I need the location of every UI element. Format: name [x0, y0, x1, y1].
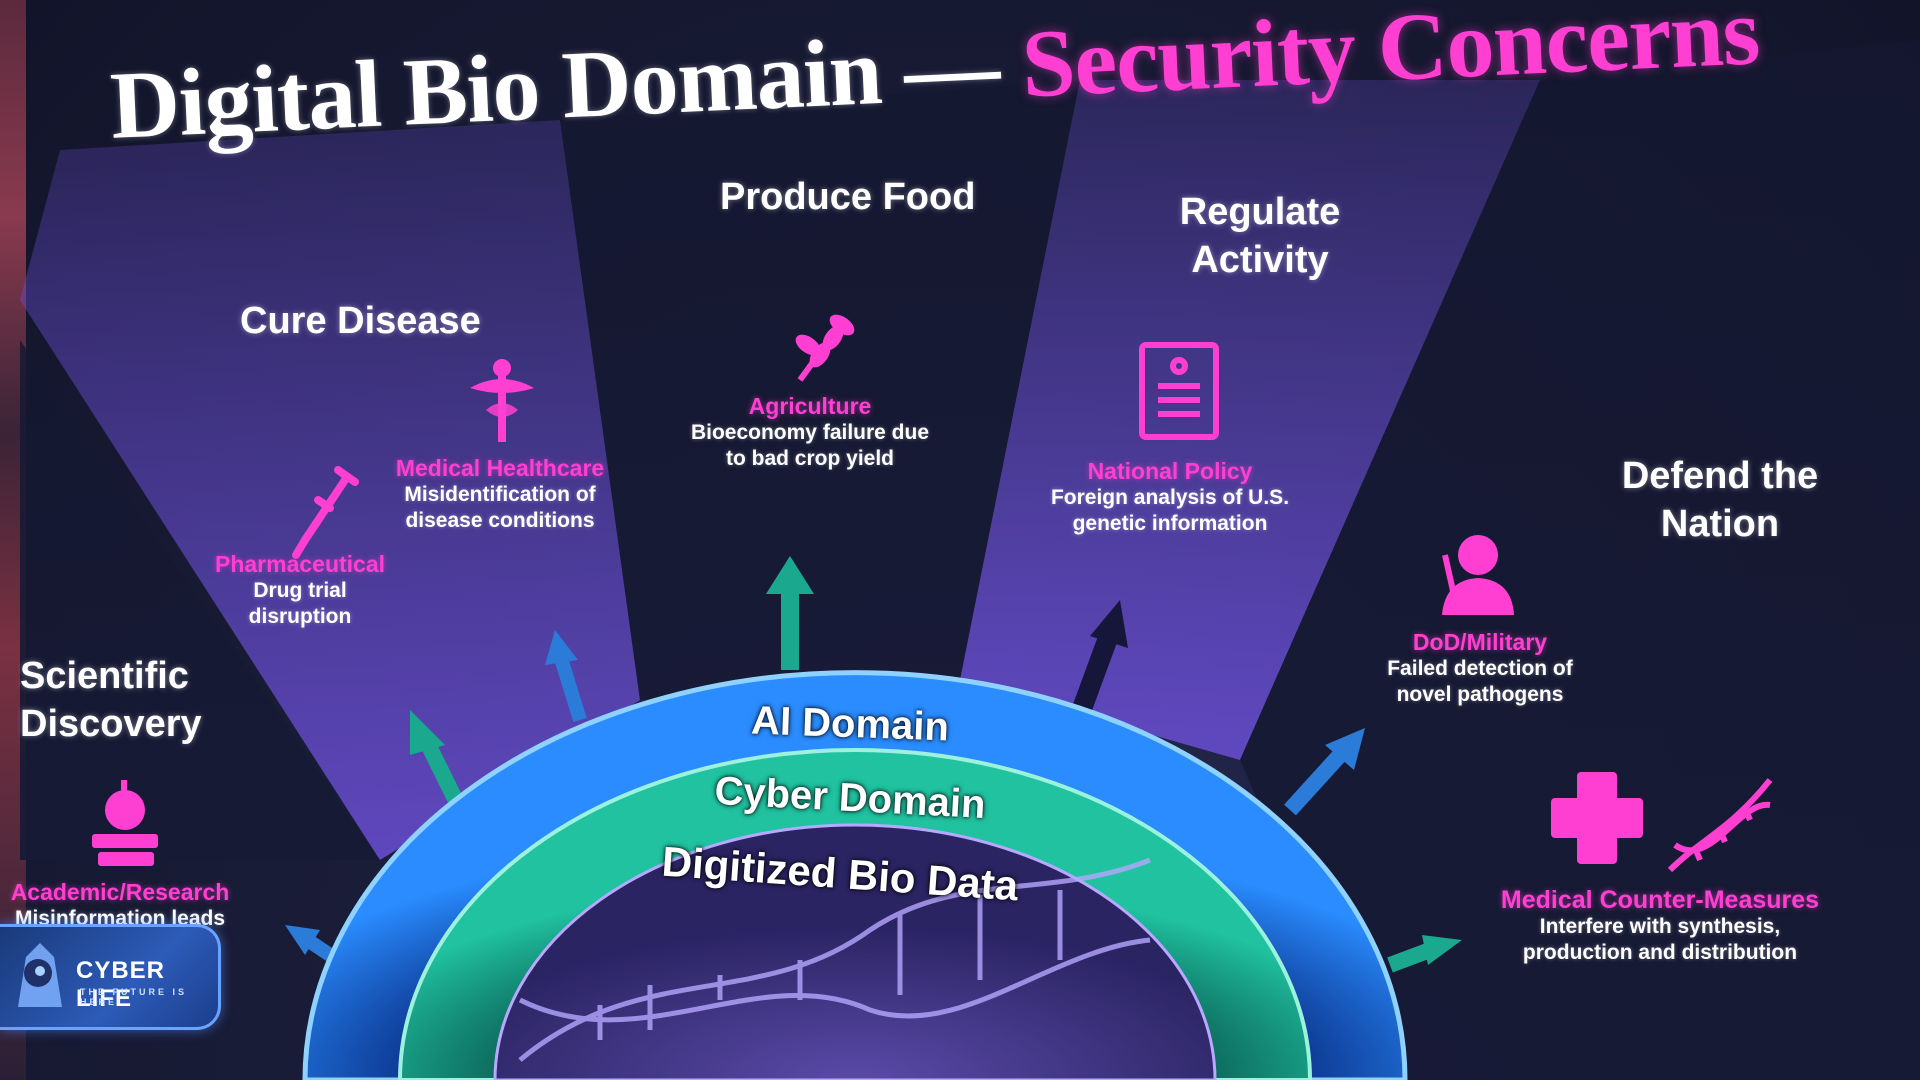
item-mcm: Medical Counter-Measures Interfere with …: [1470, 886, 1850, 966]
arrow-dod: [1284, 728, 1365, 816]
apple-books-icon: [92, 780, 158, 866]
soldier-icon: [1442, 535, 1514, 615]
item-pharma: Pharmaceutical Drug trial disruption: [210, 550, 390, 630]
item-policy: National Policy Foreign analysis of U.S.…: [1030, 457, 1310, 537]
item-agriculture: Agriculture Bioeconomy failure due to ba…: [680, 392, 940, 472]
item-academic-label: Academic/Research: [10, 879, 230, 905]
item-medical-desc: Misidentification of disease conditions: [404, 483, 596, 532]
item-pharma-desc: Drug trial disruption: [248, 579, 352, 628]
item-dod: DoD/Military Failed detection of novel p…: [1360, 628, 1600, 708]
sector-food: Produce Food: [720, 176, 976, 218]
logo-name: CYBER LIFE: [76, 957, 166, 1012]
item-pharma-label: Pharmaceutical: [214, 551, 386, 577]
ring-label-ai: AI Domain: [750, 698, 950, 750]
item-policy-label: National Policy: [1087, 458, 1253, 484]
syringe-icon: [292, 466, 359, 559]
beam-regulate: [960, 80, 1540, 760]
beam-food: [560, 80, 1080, 700]
item-agriculture-desc: Bioeconomy failure due to bad crop yield: [690, 421, 930, 470]
item-policy-desc: Foreign analysis of U.S. genetic informa…: [1050, 486, 1290, 535]
sector-defend: Defend the Nation: [1621, 455, 1819, 545]
ring-bio: [493, 823, 1217, 1080]
wheat-icon: [795, 314, 855, 382]
sector-regulate: Regulate Activity: [1179, 191, 1341, 281]
dna-helix-decoration: [518, 857, 1151, 1062]
robot-head-icon: [18, 943, 62, 1007]
cyber-life-logo: CYBER LIFE THE FUTURE IS HERE: [0, 924, 221, 1030]
dna-icon: [1667, 778, 1773, 873]
arrow-mcm: [1387, 935, 1462, 973]
item-medical: Medical Healthcare Misidentification of …: [380, 454, 620, 534]
sector-scientific: Scientific Discovery: [20, 655, 202, 745]
arrow-agriculture: [766, 556, 814, 670]
beam-scientific: [20, 340, 380, 860]
item-medical-label: Medical Healthcare: [395, 455, 605, 481]
logo-tagline: THE FUTURE IS HERE: [80, 987, 188, 1007]
item-dod-desc: Failed detection of novel pathogens: [1387, 657, 1573, 706]
item-mcm-desc: Interfere with synthesis, production and…: [1522, 915, 1798, 964]
medical-cross-icon: [1551, 772, 1643, 864]
caduceus-icon: [470, 359, 534, 442]
beam-cure: [20, 120, 640, 860]
document-icon: [1139, 342, 1219, 440]
item-dod-label: DoD/Military: [1412, 629, 1548, 655]
arrow-medical: [545, 630, 587, 723]
sector-cure: Cure Disease: [240, 300, 481, 342]
item-agriculture-label: Agriculture: [748, 393, 872, 419]
item-mcm-label: Medical Counter-Measures: [1500, 886, 1820, 914]
